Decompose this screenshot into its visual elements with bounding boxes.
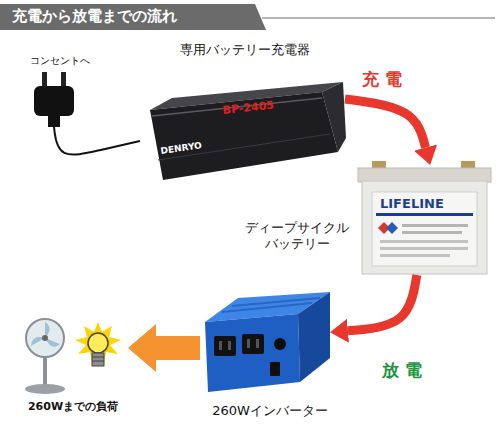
plug-body bbox=[34, 86, 74, 116]
flow-label: 放 電 bbox=[382, 360, 422, 381]
node-label: 260Wインバーター bbox=[195, 403, 345, 419]
fan-blades bbox=[31, 322, 60, 347]
fan-base bbox=[25, 384, 65, 394]
node-label: 専用バッテリー充電器 bbox=[180, 42, 370, 58]
battery-print bbox=[402, 231, 462, 234]
usb-port bbox=[270, 362, 280, 376]
power-cord bbox=[54, 127, 140, 155]
deep-cycle-battery: ディープサイクル バッテリー bbox=[357, 165, 490, 275]
flow-label: 充 電 bbox=[362, 69, 402, 90]
plug-neck bbox=[48, 114, 60, 127]
output-arrow bbox=[156, 336, 200, 360]
outlet bbox=[242, 334, 264, 354]
inverter-front bbox=[205, 314, 300, 392]
node-label: ディープサイクル バッテリー bbox=[241, 220, 353, 253]
outlet-slot bbox=[247, 339, 250, 348]
node-label: コンセントへ bbox=[30, 55, 120, 68]
diagram-title: 充電から放電までの流れ bbox=[12, 7, 262, 26]
battery-print bbox=[380, 240, 468, 243]
battery-print bbox=[402, 224, 468, 227]
battery-stripe bbox=[376, 213, 473, 216]
outlet-slot bbox=[228, 341, 231, 350]
outlet-slot bbox=[219, 341, 222, 350]
bulb-thread bbox=[92, 357, 104, 361]
fan-pole bbox=[43, 357, 47, 386]
inverter-side bbox=[298, 292, 330, 382]
outlet-slot bbox=[256, 339, 259, 348]
title-rule bbox=[262, 17, 495, 19]
battery-charger: 専用バッテリー充電器 bbox=[140, 78, 345, 183]
battery-print bbox=[380, 254, 450, 257]
load-devices: 260Wまでの負荷 bbox=[18, 318, 128, 393]
plug-prong bbox=[61, 72, 66, 88]
battery-lid bbox=[358, 168, 491, 182]
battery-print bbox=[380, 247, 468, 250]
power-plug: コンセントへ bbox=[30, 72, 78, 127]
bulb-glass bbox=[88, 333, 108, 353]
fan-guard bbox=[26, 319, 64, 357]
power-switch bbox=[274, 338, 286, 350]
plug-prong bbox=[42, 72, 47, 88]
charger-front bbox=[150, 92, 338, 180]
bulb-base bbox=[92, 353, 104, 366]
inverter: 260Wインバーター bbox=[200, 285, 330, 390]
flow-arrow bbox=[348, 275, 417, 331]
brand-mark: LIFELINE bbox=[380, 196, 444, 212]
title-banner bbox=[0, 4, 266, 30]
battery-body bbox=[362, 181, 487, 274]
charger-side bbox=[322, 82, 346, 152]
battery-panel bbox=[372, 192, 477, 266]
flow-arrow bbox=[345, 99, 426, 148]
battery-logo bbox=[386, 222, 398, 234]
outlet bbox=[214, 336, 236, 356]
fan-hub bbox=[42, 335, 48, 341]
charger-edge bbox=[158, 134, 330, 160]
node-label: 260Wまでの負荷 bbox=[10, 400, 136, 414]
